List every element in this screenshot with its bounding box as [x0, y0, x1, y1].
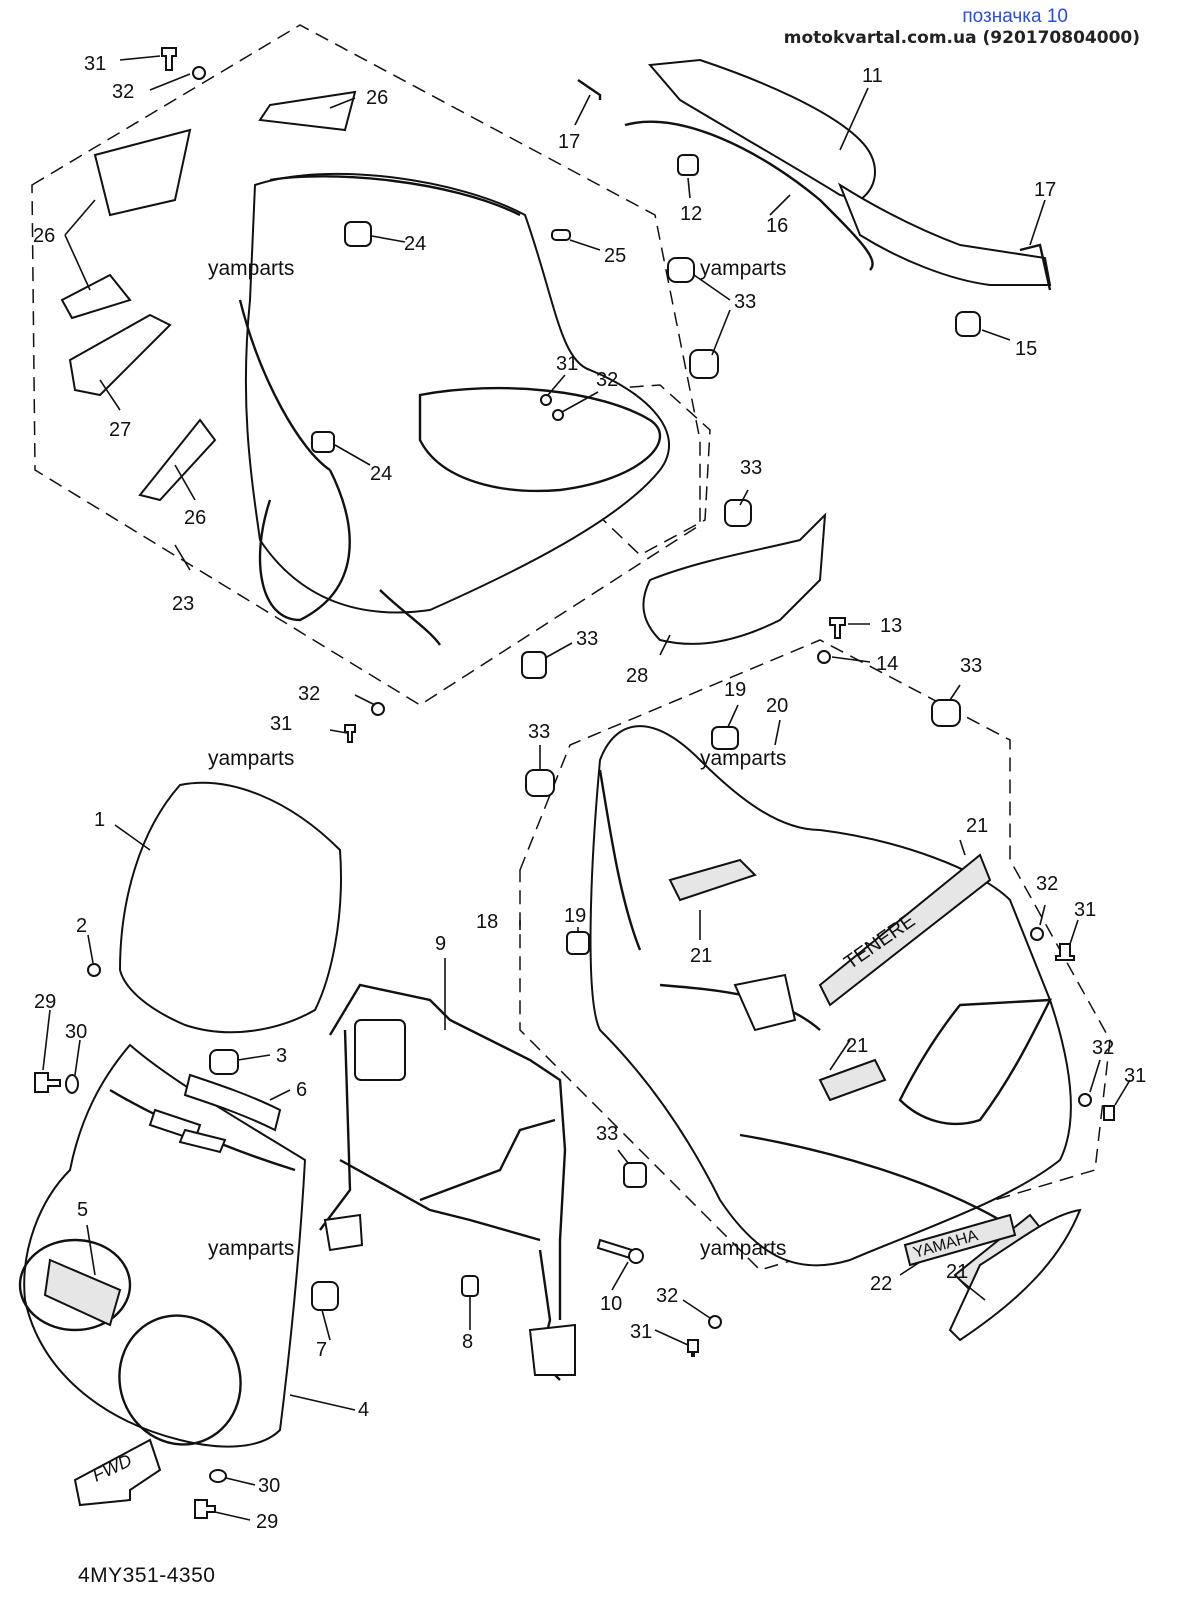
callout-label: 6	[296, 1079, 307, 1101]
watermark-text: yamparts	[208, 1237, 294, 1260]
watermark-text: yamparts	[700, 1237, 786, 1260]
callout-label: 29	[34, 991, 56, 1013]
callout-labels: 31 32 26 26 27 26 23 24 24 25 33 33 31 3…	[33, 53, 1146, 1533]
watermark-text: yamparts	[700, 747, 786, 770]
callout-label: 13	[880, 615, 902, 637]
callout-label: 31	[630, 1321, 652, 1343]
callout-label: 21	[946, 1261, 968, 1283]
callout-label: 25	[604, 245, 626, 267]
callout-label: 27	[109, 419, 131, 441]
callout-label: 26	[366, 87, 388, 109]
callout-label: 33	[740, 457, 762, 479]
callout-label: 30	[258, 1475, 280, 1497]
callout-label: 21	[846, 1035, 868, 1057]
callout-label: 32	[1036, 873, 1058, 895]
callout-label: 31	[270, 713, 292, 735]
callout-label: 33	[596, 1123, 618, 1145]
callout-label: 32	[1092, 1037, 1114, 1059]
callout-label: 19	[564, 905, 586, 927]
watermark-text: yamparts	[208, 257, 294, 280]
callout-label: 22	[870, 1273, 892, 1295]
header-site-credit: motokvartal.com.ua (920170804000)	[783, 28, 1140, 48]
callout-label: 21	[690, 945, 712, 967]
callout-label: 9	[435, 933, 446, 955]
watermark-text: yamparts	[700, 257, 786, 280]
callout-label: 26	[184, 507, 206, 529]
callout-label: 31	[556, 353, 578, 375]
callout-label: 5	[77, 1199, 88, 1221]
callout-label: 3	[276, 1045, 287, 1067]
diagram-code: 4MY351-4350	[78, 1564, 216, 1587]
callout-label: 8	[462, 1331, 473, 1353]
callout-label: 19	[724, 679, 746, 701]
callout-label: 16	[766, 215, 788, 237]
front-cowl-assembly: FWD	[18, 781, 644, 1521]
callout-label: 30	[65, 1021, 87, 1043]
callout-label: 28	[626, 665, 648, 687]
side-cowling-assembly-18: TENERE YAMAHA	[519, 617, 1131, 1357]
callout-label: 20	[766, 695, 788, 717]
watermark-text: yamparts	[208, 747, 294, 770]
callout-label: 24	[404, 233, 426, 255]
callout-label: 24	[370, 463, 392, 485]
callout-label: 33	[576, 628, 598, 650]
callout-label: 32	[112, 81, 134, 103]
callout-label: 31	[1074, 899, 1096, 921]
watermarks: yamparts yamparts yamparts yamparts yamp…	[208, 257, 786, 1260]
callout-label: 1	[94, 809, 105, 831]
callout-label: 23	[172, 593, 194, 615]
callout-label: 18	[476, 911, 498, 933]
callout-label: 26	[33, 225, 55, 247]
callout-label: 31	[84, 53, 106, 75]
header-title: позначка 10	[962, 6, 1068, 27]
callout-label: 4	[358, 1399, 369, 1421]
callout-label: 32	[656, 1285, 678, 1307]
callout-label: 10	[600, 1293, 622, 1315]
callout-label: 12	[680, 203, 702, 225]
callout-label: 17	[558, 131, 580, 153]
callout-label: 21	[966, 815, 988, 837]
callout-label: 14	[876, 653, 898, 675]
callout-label: 29	[256, 1511, 278, 1533]
callout-label: 7	[316, 1339, 327, 1361]
callout-label: 2	[76, 915, 87, 937]
fairing-inner-assembly-23	[31, 24, 827, 743]
callout-label: 33	[734, 291, 756, 313]
callout-label: 11	[862, 65, 883, 87]
callout-label: 31	[1124, 1065, 1146, 1087]
callout-label: 32	[596, 369, 618, 391]
callout-label: 33	[960, 655, 982, 677]
callout-label: 32	[298, 683, 320, 705]
callout-label: 33	[528, 721, 550, 743]
callout-label: 15	[1015, 338, 1037, 360]
stay-brackets-group	[574, 58, 1052, 341]
callout-label: 17	[1034, 179, 1056, 201]
